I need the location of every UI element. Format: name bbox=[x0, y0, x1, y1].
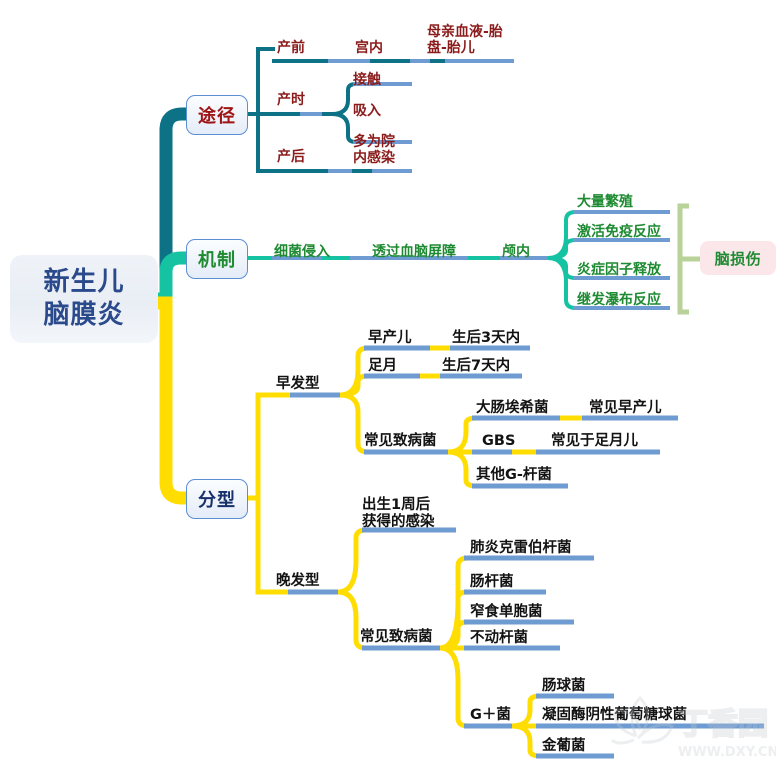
label-within-7-days: 生后7天内 bbox=[442, 358, 511, 374]
label-massive-proliferation: 大量繁殖 bbox=[577, 194, 633, 210]
branch-node-route[interactable]: 途径 bbox=[186, 95, 248, 135]
label-intrapartum: 产时 bbox=[277, 92, 305, 108]
label-common-pathogens-early: 常见致病菌 bbox=[364, 433, 437, 449]
label-full-term: 足月 bbox=[368, 358, 397, 374]
label-coagulase-negative-staphylococcus: 凝固酶阴性葡萄糖球菌 bbox=[542, 707, 687, 723]
label-other-gram-negative-bacilli: 其他G-杆菌 bbox=[476, 467, 552, 483]
watermark-leaf-icon: 丁香园 WWW.DXY.CN bbox=[610, 695, 778, 760]
label-common-in-full-term: 常见于足月儿 bbox=[551, 433, 638, 449]
root-node[interactable]: 新生儿 脑膜炎 bbox=[10, 255, 158, 343]
label-nosocomial-infection: 多为院 内感染 bbox=[353, 134, 395, 167]
label-enterococcus: 肠球菌 bbox=[542, 678, 586, 694]
label-e-coli: 大肠埃希菌 bbox=[476, 400, 549, 416]
label-antenatal: 产前 bbox=[277, 40, 305, 56]
label-cross-blood-brain-barrier: 透过血脑屏障 bbox=[372, 244, 456, 260]
label-common-pathogens-late: 常见致病菌 bbox=[360, 629, 433, 645]
label-infection-after-1-week: 出生1周后 获得的感染 bbox=[362, 497, 435, 530]
label-within-3-days: 生后3天内 bbox=[452, 330, 521, 346]
branch-node-classification[interactable]: 分型 bbox=[186, 479, 248, 519]
root-title-line2: 脑膜炎 bbox=[43, 300, 125, 330]
label-late-onset: 晚发型 bbox=[276, 573, 320, 589]
label-stenotrophomonas: 窄食单胞菌 bbox=[470, 604, 543, 620]
label-klebsiella-pneumoniae: 肺炎克雷伯杆菌 bbox=[470, 540, 572, 556]
label-postpartum: 产后 bbox=[277, 149, 305, 165]
label-contact: 接触 bbox=[353, 72, 381, 88]
label-gbs: GBS bbox=[482, 433, 516, 449]
label-enterobacter: 肠杆菌 bbox=[470, 574, 514, 590]
branch-node-mechanism[interactable]: 机制 bbox=[186, 239, 248, 279]
label-inhalation: 吸入 bbox=[353, 103, 381, 119]
label-early-onset: 早发型 bbox=[276, 376, 320, 392]
label-acinetobacter: 不动杆菌 bbox=[470, 630, 528, 646]
label-gram-positive-bacteria: G＋菌 bbox=[470, 707, 511, 723]
label-common-in-preterm: 常见早产儿 bbox=[589, 400, 662, 416]
label-immune-activation: 激活免疫反应 bbox=[577, 224, 661, 240]
watermark-brand-text: 丁香园 bbox=[678, 707, 768, 742]
result-brain-injury[interactable]: 脑损伤 bbox=[700, 241, 776, 275]
label-secondary-cascade: 继发瀑布反应 bbox=[577, 292, 661, 308]
label-bacterial-invasion: 细菌侵入 bbox=[274, 244, 330, 260]
label-intracranial: 颅内 bbox=[502, 244, 530, 260]
label-maternal-blood-placenta-fetus: 母亲血液-胎 盘-胎儿 bbox=[427, 24, 503, 57]
watermark: 丁香园 WWW.DXY.CN bbox=[596, 690, 778, 770]
label-cytokine-release: 炎症因子释放 bbox=[577, 262, 661, 278]
root-title-line1: 新生儿 bbox=[43, 266, 125, 297]
label-intrauterine: 宫内 bbox=[355, 40, 383, 56]
label-staphylococcus-aureus: 金葡菌 bbox=[542, 738, 586, 754]
label-preterm-infant: 早产儿 bbox=[368, 330, 412, 346]
watermark-url-text: WWW.DXY.CN bbox=[678, 745, 776, 760]
